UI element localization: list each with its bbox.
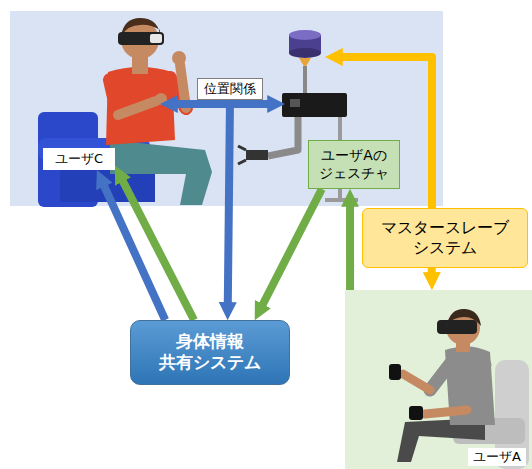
robot-figure xyxy=(282,93,347,117)
user-a-figure xyxy=(403,374,430,390)
node-text: ユーザC xyxy=(49,151,109,167)
robot-figure xyxy=(289,48,321,58)
node-text: 身体情報 共有システム xyxy=(141,331,279,374)
node-text: マスタースレーブ システム xyxy=(373,218,517,258)
robot-figure xyxy=(238,146,246,150)
system-box: 身体情報 共有システム xyxy=(130,320,290,385)
relation-label: 位置関係 xyxy=(197,78,263,100)
user-c-figure xyxy=(172,51,186,65)
user-c-figure xyxy=(38,18,212,207)
user-label: ユーザC xyxy=(43,148,115,170)
connector-arrow xyxy=(346,205,354,290)
user-c-figure xyxy=(110,80,118,115)
connector-arrow xyxy=(262,189,322,306)
user-c-figure xyxy=(155,93,167,105)
connector-arrow xyxy=(428,268,436,274)
user-a-figure xyxy=(389,364,401,380)
robot-figure xyxy=(268,117,298,156)
connector-arrow xyxy=(228,100,230,304)
user-a-figure xyxy=(430,360,453,390)
gesture-box: ユーザAの ジェスチャ xyxy=(308,140,400,189)
user-a-figure xyxy=(409,406,423,420)
robot-figure xyxy=(238,160,246,164)
robot-figure xyxy=(289,30,321,40)
node-text: ユーザAの ジェスチャ xyxy=(315,147,393,182)
user-a-figure xyxy=(425,410,467,414)
robot-figure xyxy=(246,150,268,160)
robot-figure xyxy=(303,66,307,93)
node-text: ユーザA xyxy=(468,448,526,466)
position-arrow xyxy=(176,100,269,108)
user-c-figure xyxy=(118,32,164,45)
user-c-figure xyxy=(118,101,156,115)
user-c-figure xyxy=(150,34,162,43)
connector-arrow xyxy=(122,180,194,320)
user-a-figure xyxy=(345,290,532,469)
user-panel: ユーザA xyxy=(345,290,532,469)
user-c-figure xyxy=(110,140,212,205)
user-a-figure xyxy=(437,320,477,334)
system-box: マスタースレーブ システム xyxy=(362,208,528,268)
user-a-figure xyxy=(467,365,485,410)
robot-figure xyxy=(290,99,300,107)
node-text: 位置関係 xyxy=(204,81,256,97)
robot-figure xyxy=(325,198,358,202)
